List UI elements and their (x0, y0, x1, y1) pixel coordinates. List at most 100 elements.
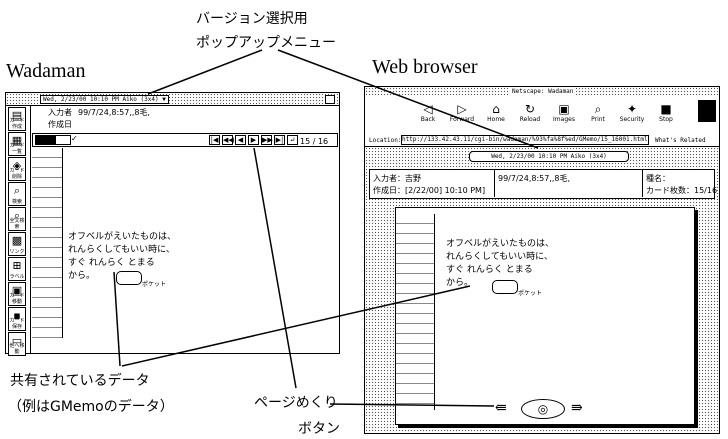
stop-button[interactable]: ■Stop (649, 102, 683, 128)
browser-version-popup[interactable]: Wed, 2/23/00 10:10 PM Aiko (3x4) (469, 151, 629, 162)
page-first-button[interactable]: |◀ (209, 135, 220, 145)
tool-label: 検索 (11, 199, 22, 205)
tool-label: リンク (9, 249, 25, 255)
info-divider (494, 170, 495, 197)
version-popup-label-line1: バージョン選択用 (196, 11, 308, 27)
eraser-tool-icon[interactable] (55, 135, 71, 145)
pager-sketch-icon (116, 271, 142, 285)
tool-card-delete[interactable]: ◈カード削除 (8, 157, 26, 181)
browser-created-date: 作成日：[2/22/00] 10:10 PM] (373, 186, 486, 195)
home-button[interactable]: ⌂Home (479, 102, 513, 128)
security-button[interactable]: ✦Security (615, 102, 649, 128)
browser-input-person: 入力者：吉野 (373, 174, 421, 183)
wadaman-window: Wed, 2/23/00 10:10 PM Aiko (3x4) ▼ 入力者 9… (5, 92, 340, 356)
pager-sketch-icon (492, 280, 518, 294)
browser-page-center-button[interactable]: ◎ (521, 399, 565, 419)
tool-move-other[interactable]: ▭他へ移動 (8, 332, 26, 356)
home-icon: ⌂ (492, 102, 500, 116)
tool-label-btn[interactable]: ⊞ラベル (8, 257, 26, 281)
callout-page-browser (329, 403, 495, 407)
nav-label: Home (487, 116, 505, 123)
pen-tool-icon[interactable] (35, 135, 55, 145)
security-icon: ✦ (626, 102, 638, 116)
page-last-button[interactable]: ▶| (274, 135, 285, 145)
memo-line: から。 (446, 278, 474, 288)
callout-page-wadaman (253, 147, 297, 389)
tool-label: カード移動 (9, 293, 25, 305)
memo-line: から。 (68, 271, 96, 281)
stop-icon: ■ (660, 102, 672, 116)
images-button[interactable]: ▣Images (547, 102, 581, 128)
page-prev-button[interactable]: ◀ (235, 135, 246, 145)
reload-button[interactable]: ↻Reload (513, 102, 547, 128)
nav-label: Images (553, 116, 575, 123)
memo-line: オフベルがえいたものは、 (446, 239, 555, 249)
card-move-icon: ▣ (11, 284, 23, 297)
card-create-icon: ▤ (11, 109, 23, 122)
input-person-value: 99/7/24,8:57,,8毛, (78, 108, 151, 117)
nav-label: Security (619, 116, 645, 123)
memo-line: れんらくしてもいい時に、 (446, 252, 553, 262)
browser-window: Netscape: Wadaman ◁Back ▷Forward ⌂Home ↻… (364, 86, 720, 434)
memo-line: すぐ れんらく とまる (446, 265, 533, 275)
window-zoom-icon[interactable] (325, 95, 335, 104)
location-bar: Location: http://133.42.43.11/cgi-bin/wa… (365, 134, 719, 147)
info-divider (642, 170, 643, 197)
tool-card-move[interactable]: ▣カード移動 (8, 282, 26, 306)
whats-related-button[interactable]: What's Related (655, 137, 706, 144)
tool-card-save[interactable]: ▪カード保存 (8, 307, 26, 331)
tool-search[interactable]: ⌕ 検索 (8, 182, 26, 206)
browser-prev-page-icon[interactable]: ⇚ (495, 400, 507, 416)
browser-title: Netscape: Wadaman (510, 88, 576, 95)
tool-card-create[interactable]: ▤カード作成 (8, 107, 26, 131)
memo-line: すぐ れんらく とまる (68, 258, 155, 268)
page-forward-fast-button[interactable]: ▶▶ (261, 135, 273, 145)
page-return-button[interactable]: ↵ (287, 135, 298, 145)
pencil-icon[interactable]: ✓ (71, 134, 78, 143)
tool-label: カード一覧 (9, 143, 25, 155)
fulltext-search-icon: ⌕ (13, 209, 21, 222)
card-info-box: 入力者：吉野 作成日：[2/22/00] 10:10 PM] 99/7/24,8… (369, 169, 717, 199)
print-button[interactable]: ⌕Print (581, 102, 615, 128)
tool-label: カード保存 (9, 318, 25, 330)
page-next-button[interactable]: ▶ (248, 135, 259, 145)
browser-category: 種名： (646, 174, 670, 183)
callout-data-wadaman (113, 271, 121, 367)
link-icon: ▩ (11, 234, 23, 247)
reload-icon: ↻ (524, 102, 536, 116)
page-back-fast-button[interactable]: ◀◀ (222, 135, 234, 145)
card-delete-icon: ◈ (12, 159, 22, 172)
nav-label: Stop (659, 116, 673, 123)
search-icon: ⌕ (13, 184, 21, 197)
tool-card-list[interactable]: ▦カード一覧 (8, 132, 26, 156)
tool-label: 他へ移動 (9, 343, 25, 355)
browser-ruled-margin (396, 214, 435, 410)
wadaman-title-bar: Wed, 2/23/00 10:10 PM Aiko (3x4) ▼ (6, 93, 339, 106)
browser-memo-card: オフベルがえいたものは、 れんらくしてもいい時に、 すぐ れんらく とまる から… (395, 207, 695, 425)
browser-next-page-icon[interactable]: ⇛ (571, 400, 583, 416)
version-popup-menu[interactable]: Wed, 2/23/00 10:10 PM Aiko (3x4) ▼ (40, 95, 169, 104)
tool-link[interactable]: ▩ リンク (8, 232, 26, 256)
back-icon: ◁ (423, 102, 433, 116)
nav-label: Reload (519, 116, 541, 123)
print-icon: ⌕ (594, 102, 602, 116)
tool-label: ラベル (9, 274, 25, 280)
callout-version-browser (277, 49, 539, 149)
web-browser-label: Web browser (372, 56, 478, 78)
back-button[interactable]: ◁Back (411, 102, 445, 128)
tool-palette: ▤カード作成 ▦カード一覧 ◈カード削除 ⌕検索 ⌕全文検索 ▩リンク ⊞ラベル… (6, 105, 31, 356)
memo-line: オフベルがえいたものは、 (68, 232, 177, 242)
tool-label: 全文検索 (9, 218, 25, 230)
memo-sign: ポケット (518, 290, 543, 297)
ruled-margin (32, 148, 63, 338)
card-save-icon: ▪ (13, 309, 21, 322)
shared-data-label-line1: 共有されているデータ (10, 373, 150, 389)
edit-toolbar: ✓ |◀ ◀◀ ◀ ▶ ▶▶ ▶| ↵ (32, 133, 338, 147)
version-popup-label-line2: ポップアップメニュー (196, 35, 336, 51)
shared-data-label-line2: （例はGMemoのデータ） (8, 399, 174, 415)
tool-label: カード作成 (9, 118, 25, 130)
wadaman-label: Wadaman (6, 60, 86, 82)
tool-fulltext-search[interactable]: ⌕全文検索 (8, 207, 26, 231)
url-field[interactable]: http://133.42.43.11/cgi-bin/wadaman/%93%… (401, 135, 649, 145)
